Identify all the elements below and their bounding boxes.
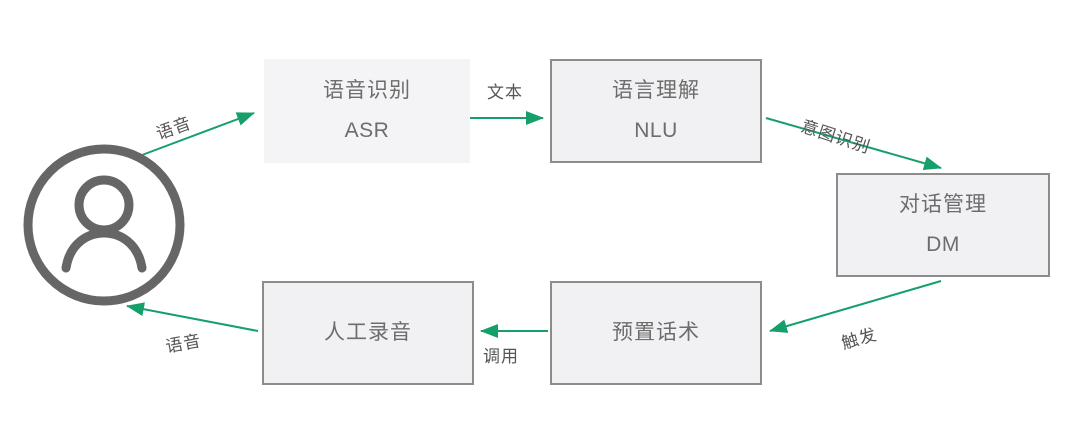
node-recording-label-cn: 人工录音 bbox=[324, 320, 412, 344]
node-preset-label-cn: 预置话术 bbox=[612, 320, 700, 344]
node-manual-recording[interactable]: 人工录音 bbox=[262, 281, 474, 385]
node-asr-label-en: ASR bbox=[344, 118, 390, 142]
node-asr[interactable]: 语音识别 ASR bbox=[264, 59, 470, 163]
edge-label-text: 文本 bbox=[487, 83, 523, 102]
edge-nlu-to-dm bbox=[765, 117, 942, 171]
user-circle-icon bbox=[23, 144, 185, 306]
node-dm-label-cn: 对话管理 bbox=[899, 193, 987, 217]
node-dm[interactable]: 对话管理 DM bbox=[836, 173, 1050, 277]
node-preset-script[interactable]: 预置话术 bbox=[550, 281, 762, 385]
edge-user-to-asr bbox=[141, 112, 255, 156]
edge-dm-to-preset bbox=[769, 280, 942, 333]
node-nlu[interactable]: 语言理解 NLU bbox=[550, 59, 762, 163]
node-nlu-label-cn: 语言理解 bbox=[612, 79, 700, 103]
node-asr-label-cn: 语音识别 bbox=[323, 79, 411, 103]
node-nlu-label-en: NLU bbox=[634, 118, 678, 142]
edge-recording-to-user bbox=[126, 302, 259, 332]
node-dm-label-en: DM bbox=[926, 232, 960, 256]
edge-label-invoke: 调用 bbox=[483, 347, 519, 366]
